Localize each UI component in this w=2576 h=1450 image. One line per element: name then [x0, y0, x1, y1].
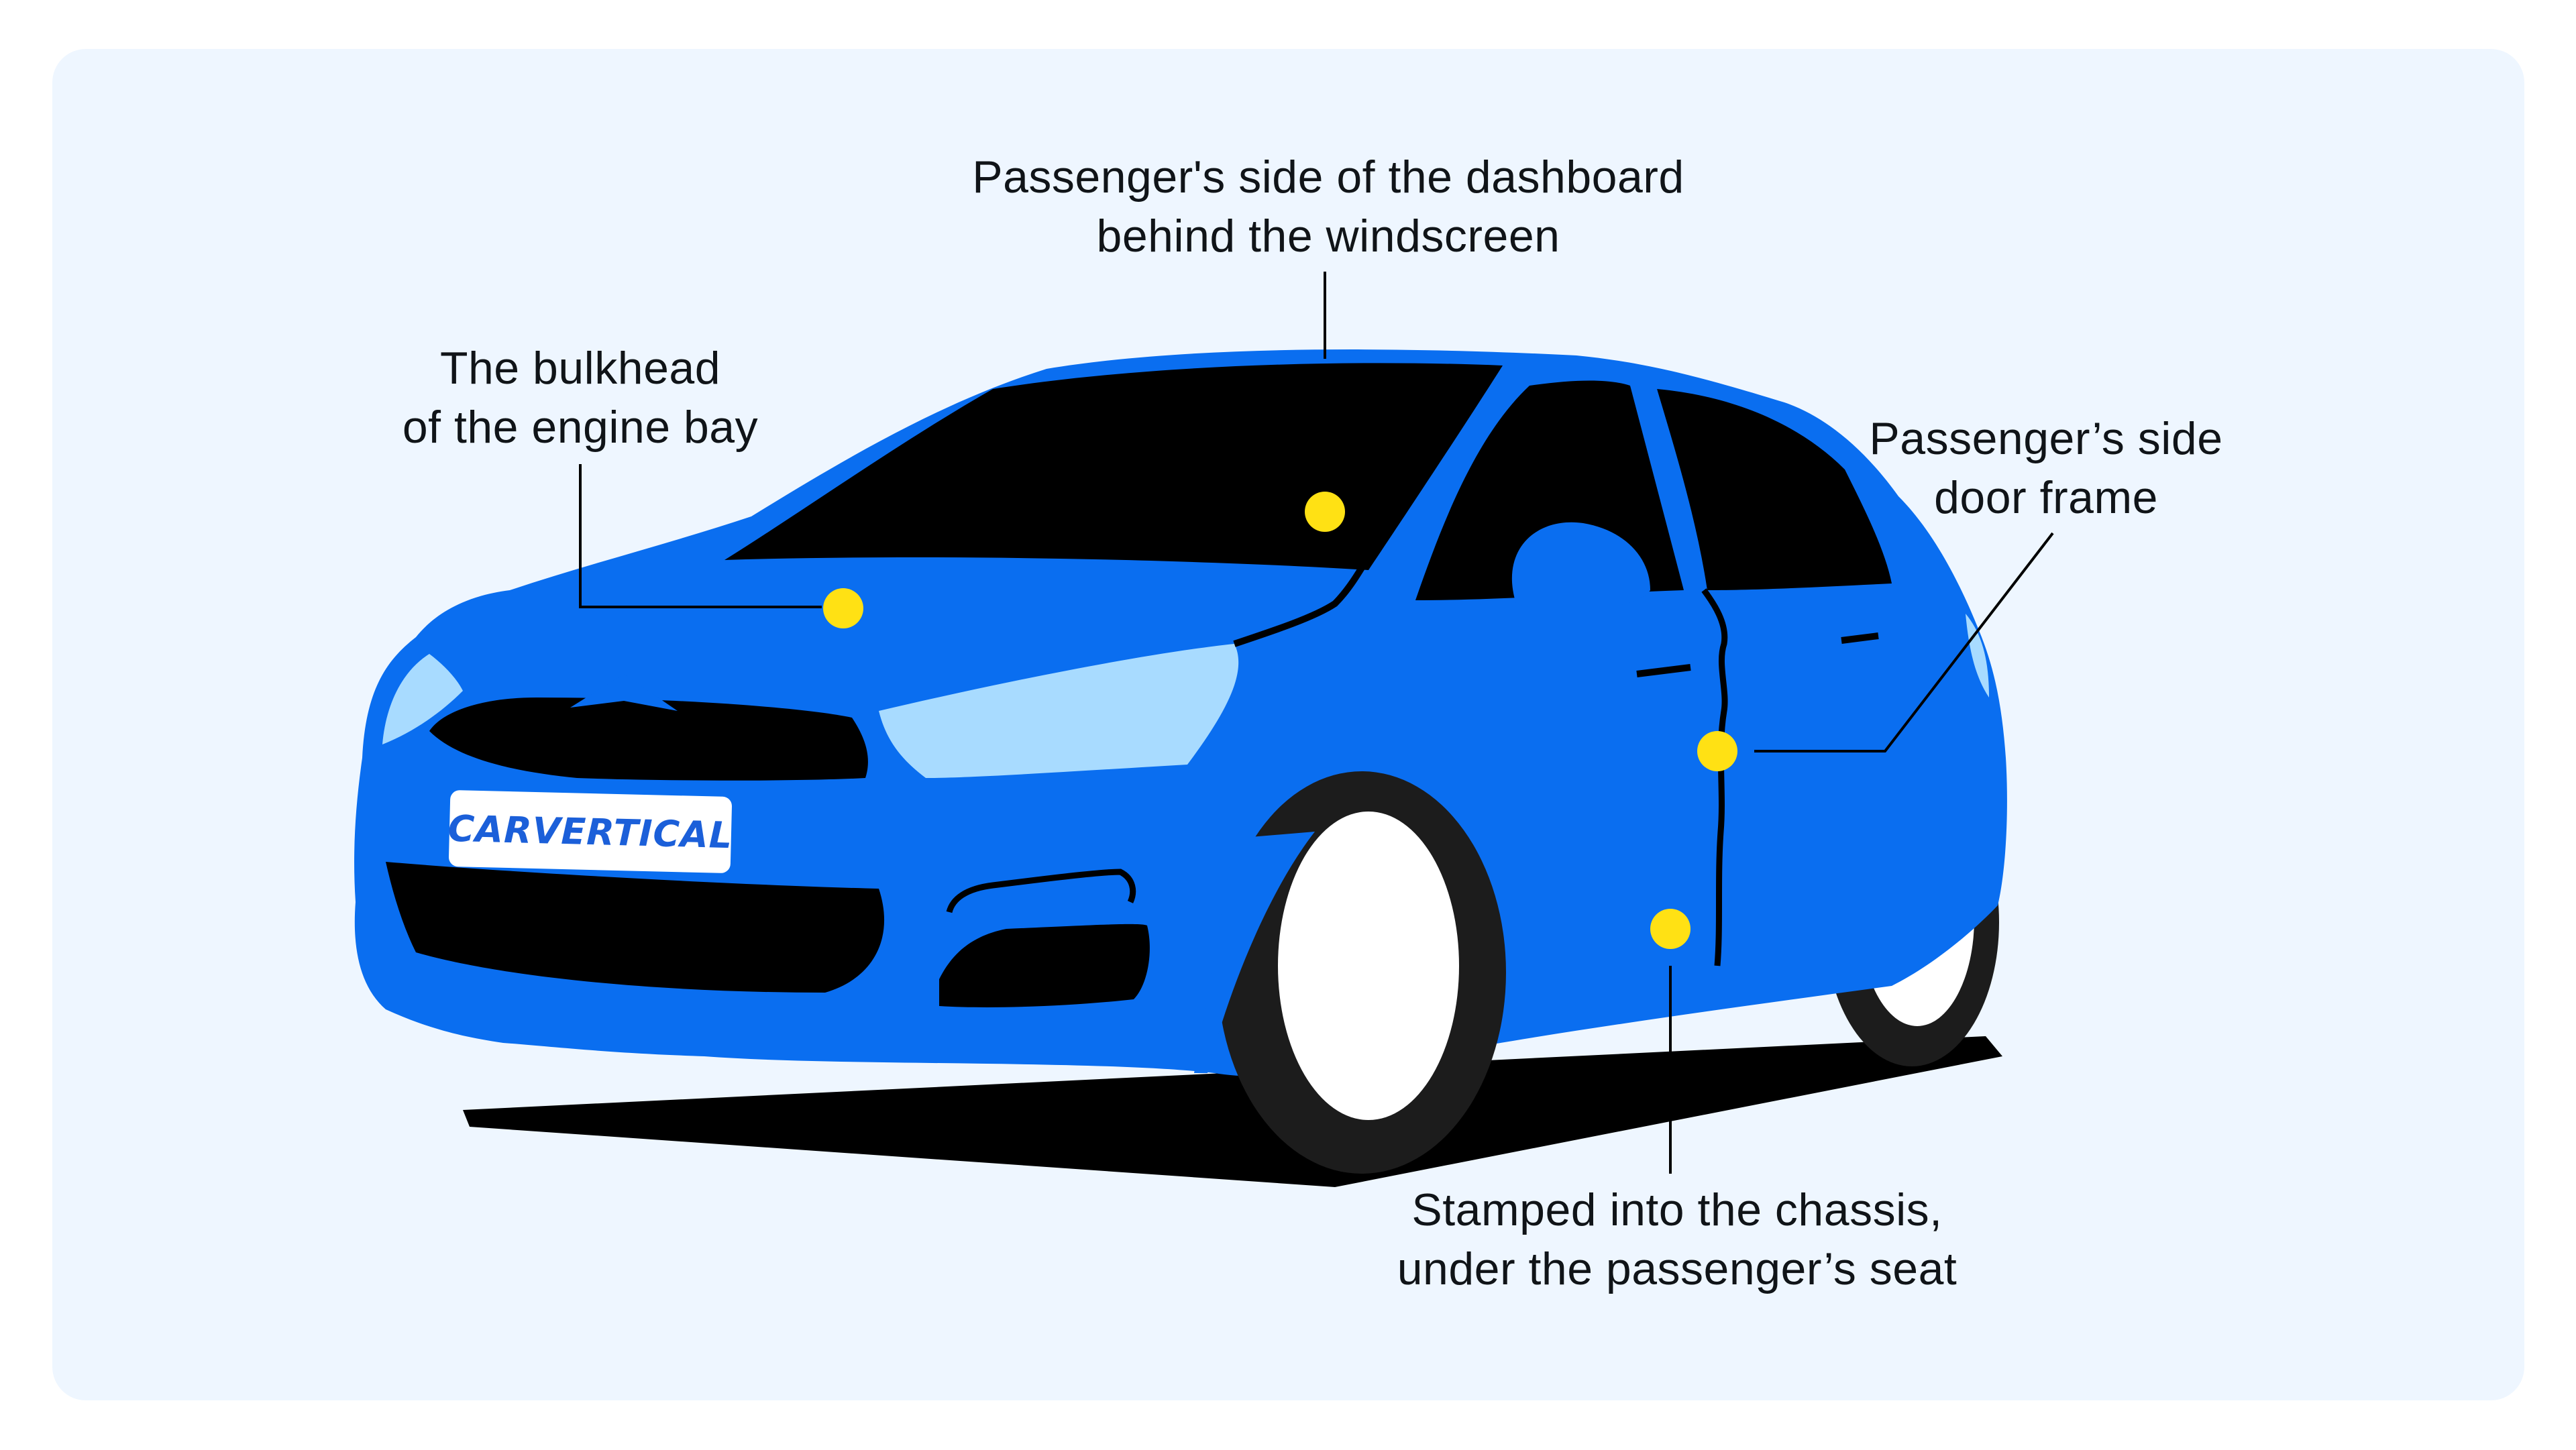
- marker-door-frame: [1697, 731, 1737, 771]
- leader-lines: [579, 272, 2054, 1174]
- headlight-right: [879, 644, 1239, 778]
- front-arch-body: [1194, 832, 1315, 1073]
- lower-grille: [386, 862, 885, 993]
- marker-dashboard: [1305, 492, 1345, 532]
- upper-grille: [429, 698, 868, 781]
- fog-light: [939, 924, 1150, 1007]
- hood-line: [1233, 555, 1372, 647]
- ground-shadow: [463, 1036, 2002, 1187]
- side-window-rear: [1657, 389, 1892, 590]
- grille-chevron: [570, 674, 678, 711]
- side-mirror: [1511, 522, 1650, 611]
- tail-light: [1966, 614, 1989, 698]
- callout-text: under the passenger’s seat: [1397, 1243, 1957, 1294]
- marker-chassis: [1650, 909, 1690, 949]
- fog-trim: [946, 869, 1136, 913]
- leader-bulkhead: [579, 464, 822, 608]
- b-pillar: [1630, 386, 1707, 590]
- marker-bulkhead: [823, 588, 863, 628]
- callout-door-frame: Passenger’s side door frame: [1838, 409, 2254, 527]
- callout-bulkhead: The bulkhead of the engine bay: [356, 339, 805, 457]
- callout-text: Passenger’s side: [1869, 413, 2223, 464]
- headlight-left: [382, 654, 463, 744]
- door-handle-rear: [1841, 632, 1879, 644]
- callout-text: behind the windscreen: [1096, 211, 1560, 262]
- callout-dashboard: Passenger's side of the dashboard behind…: [926, 148, 1731, 266]
- callout-text: Stamped into the chassis,: [1411, 1184, 1943, 1235]
- logo-text: CARVERTICAL: [447, 807, 734, 856]
- callout-text: of the engine bay: [402, 402, 759, 453]
- callout-text: Passenger's side of the dashboard: [972, 152, 1684, 203]
- callout-text: The bulkhead: [439, 343, 721, 394]
- leader-door-frame: [1754, 532, 2054, 752]
- callout-chassis: Stamped into the chassis, under the pass…: [1342, 1180, 2012, 1298]
- front-wheel: [1218, 771, 1506, 1174]
- carvertical-logo: CARVERTICAL: [447, 789, 734, 874]
- door-handle-front: [1636, 664, 1691, 677]
- markers: [823, 492, 1737, 949]
- callout-text: door frame: [1934, 472, 2158, 523]
